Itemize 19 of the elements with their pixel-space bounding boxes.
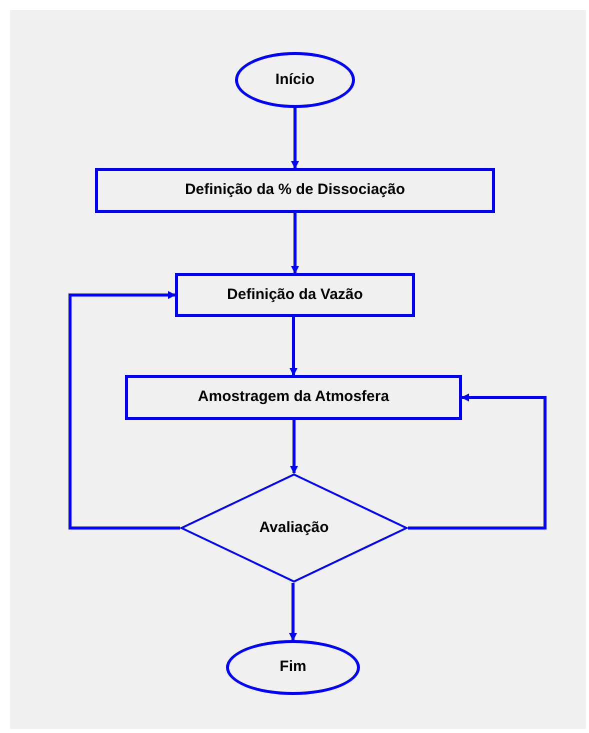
process-box bbox=[125, 375, 462, 420]
node-label: Avaliação bbox=[259, 518, 329, 538]
arrow bbox=[408, 394, 546, 530]
node-label: Definição da % de Dissociação bbox=[184, 180, 406, 200]
arrow bbox=[290, 420, 298, 474]
terminal-ellipse bbox=[226, 640, 360, 695]
decision-diamond bbox=[180, 473, 408, 583]
node-label: Fim bbox=[280, 657, 306, 678]
process-box bbox=[175, 273, 415, 317]
node-label: Amostragem da Atmosfera bbox=[198, 387, 390, 408]
terminal-ellipse bbox=[235, 52, 355, 108]
process-box bbox=[95, 168, 495, 213]
node-label: Definição da Vazão bbox=[227, 284, 363, 305]
arrow bbox=[289, 583, 297, 641]
arrow bbox=[290, 317, 298, 376]
node-label: Início bbox=[275, 70, 315, 90]
arrow bbox=[291, 108, 299, 169]
arrow bbox=[291, 213, 299, 274]
arrow bbox=[68, 291, 180, 530]
